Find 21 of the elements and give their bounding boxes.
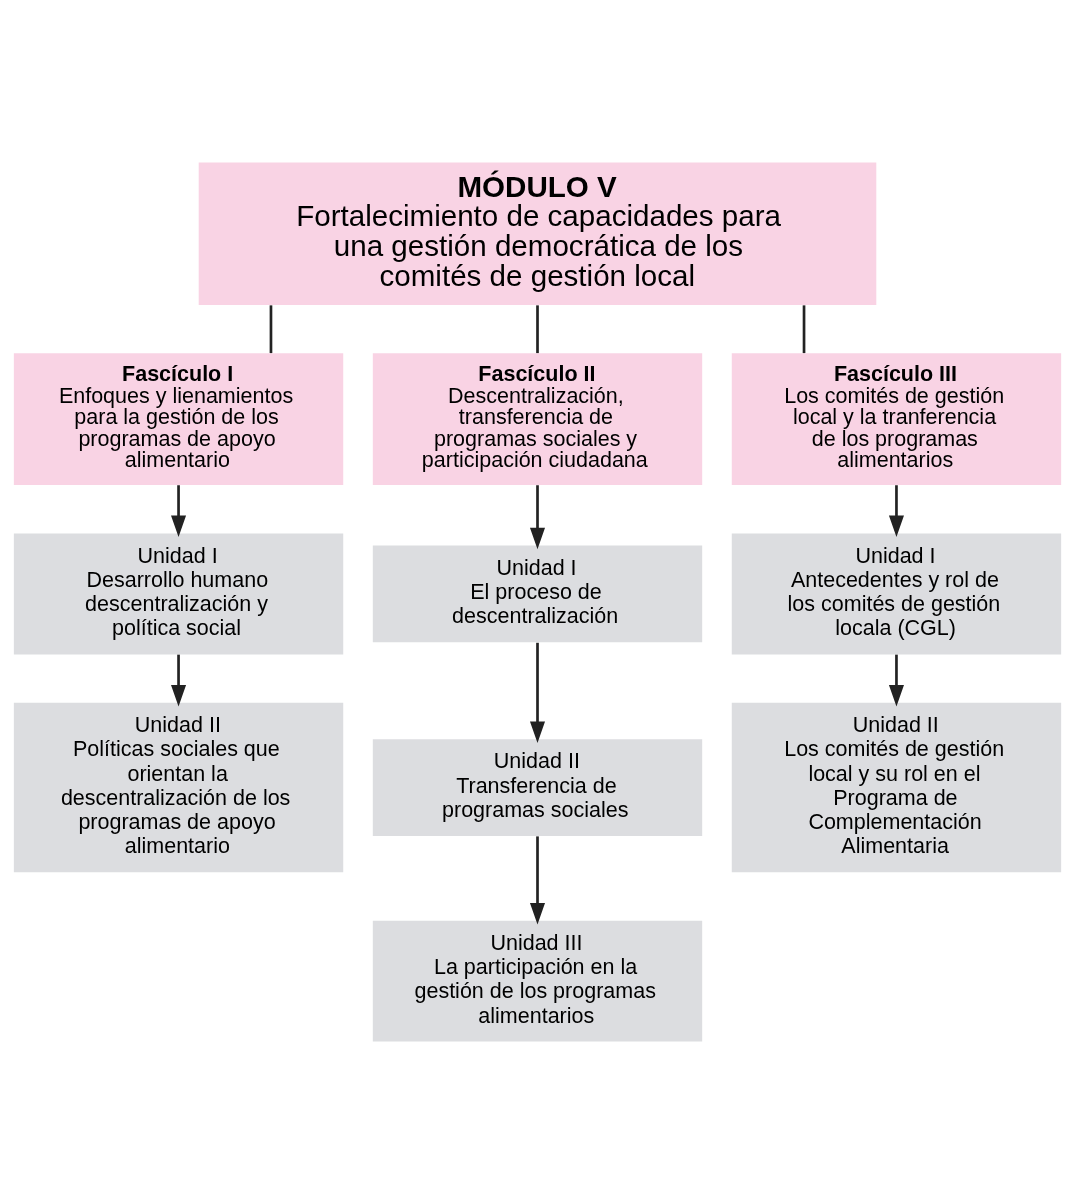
node-box: Fascículo I Enfoques y lienamientos para la gestión de los programas de apoyo alimentario <box>13 353 344 486</box>
node-box: Unidad I Antecedentes y rol de los comités de gestión locala (CGL) <box>731 533 1062 655</box>
node-box: Unidad II Los comités de gestión local y su rol en el Programa de Complementación Alimentaria <box>731 702 1062 873</box>
node-box: Fascículo II Descentralización, transferencia de programas sociales y participación ciudadana <box>372 353 703 486</box>
arrow <box>529 836 546 925</box>
arrow <box>171 485 187 538</box>
node-box: Fascículo III Los comités de gestión local y la tranferencia de los programas alimentarios <box>731 353 1062 486</box>
node-box: Unidad I Desarrollo humano descentralización y política social <box>13 533 344 655</box>
connector <box>269 305 273 354</box>
connector <box>536 305 539 354</box>
node-box: Unidad II Políticas sociales que orientan la descentralización de los programas de apoyo alimentario <box>13 702 344 873</box>
arrow <box>171 654 187 707</box>
node-box: Unidad III La participación en la gestión de los programas alimentarios <box>372 920 703 1042</box>
arrow <box>888 485 904 538</box>
connector <box>802 305 806 354</box>
node-box: MÓDULO V Fortalecimiento de capacidades para una gestión democrática de los comités de gestión local <box>198 162 877 305</box>
arrow <box>529 642 546 744</box>
node-box: Unidad II Transferencia de programas sociales <box>372 739 703 836</box>
arrow <box>529 485 546 550</box>
node-box: Unidad I El proceso de descentralización <box>372 545 703 643</box>
arrow <box>888 654 904 707</box>
